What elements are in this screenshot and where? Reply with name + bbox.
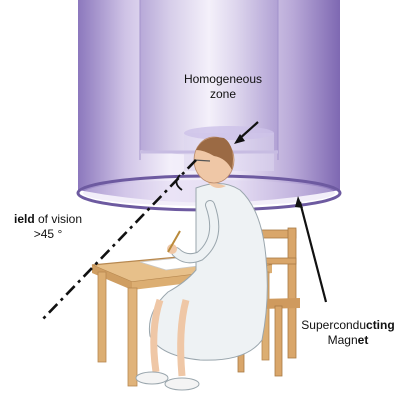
magnet-label-line1-regular: Supercondu xyxy=(301,318,366,332)
homogeneous-zone-label-line1: Homogeneous xyxy=(178,72,268,87)
magnet-label-line1: Superconducting xyxy=(290,318,406,333)
magnet-arrow xyxy=(295,196,326,302)
magnet-label-line2-regular: Magn xyxy=(328,333,358,347)
magnet-label-line2: Magnet xyxy=(290,333,406,348)
magnet-label-line2-bold: et xyxy=(358,333,369,347)
field-of-vision-label-prefix: ield xyxy=(14,212,35,226)
homogeneous-zone-label-line2: zone xyxy=(178,87,268,102)
superconducting-magnet-label: Superconducting Magnet xyxy=(290,318,406,348)
field-of-vision-label-rest: of vision xyxy=(35,212,82,226)
homogeneous-zone-label: Homogeneous zone xyxy=(178,72,268,102)
field-of-vision-label-line2: >45 ° xyxy=(0,227,96,242)
field-of-vision-label-line1: ield of vision xyxy=(0,212,96,227)
field-of-vision-label: ield of vision >45 ° xyxy=(0,212,96,242)
magnet-label-line1-bold: cting xyxy=(366,318,395,332)
